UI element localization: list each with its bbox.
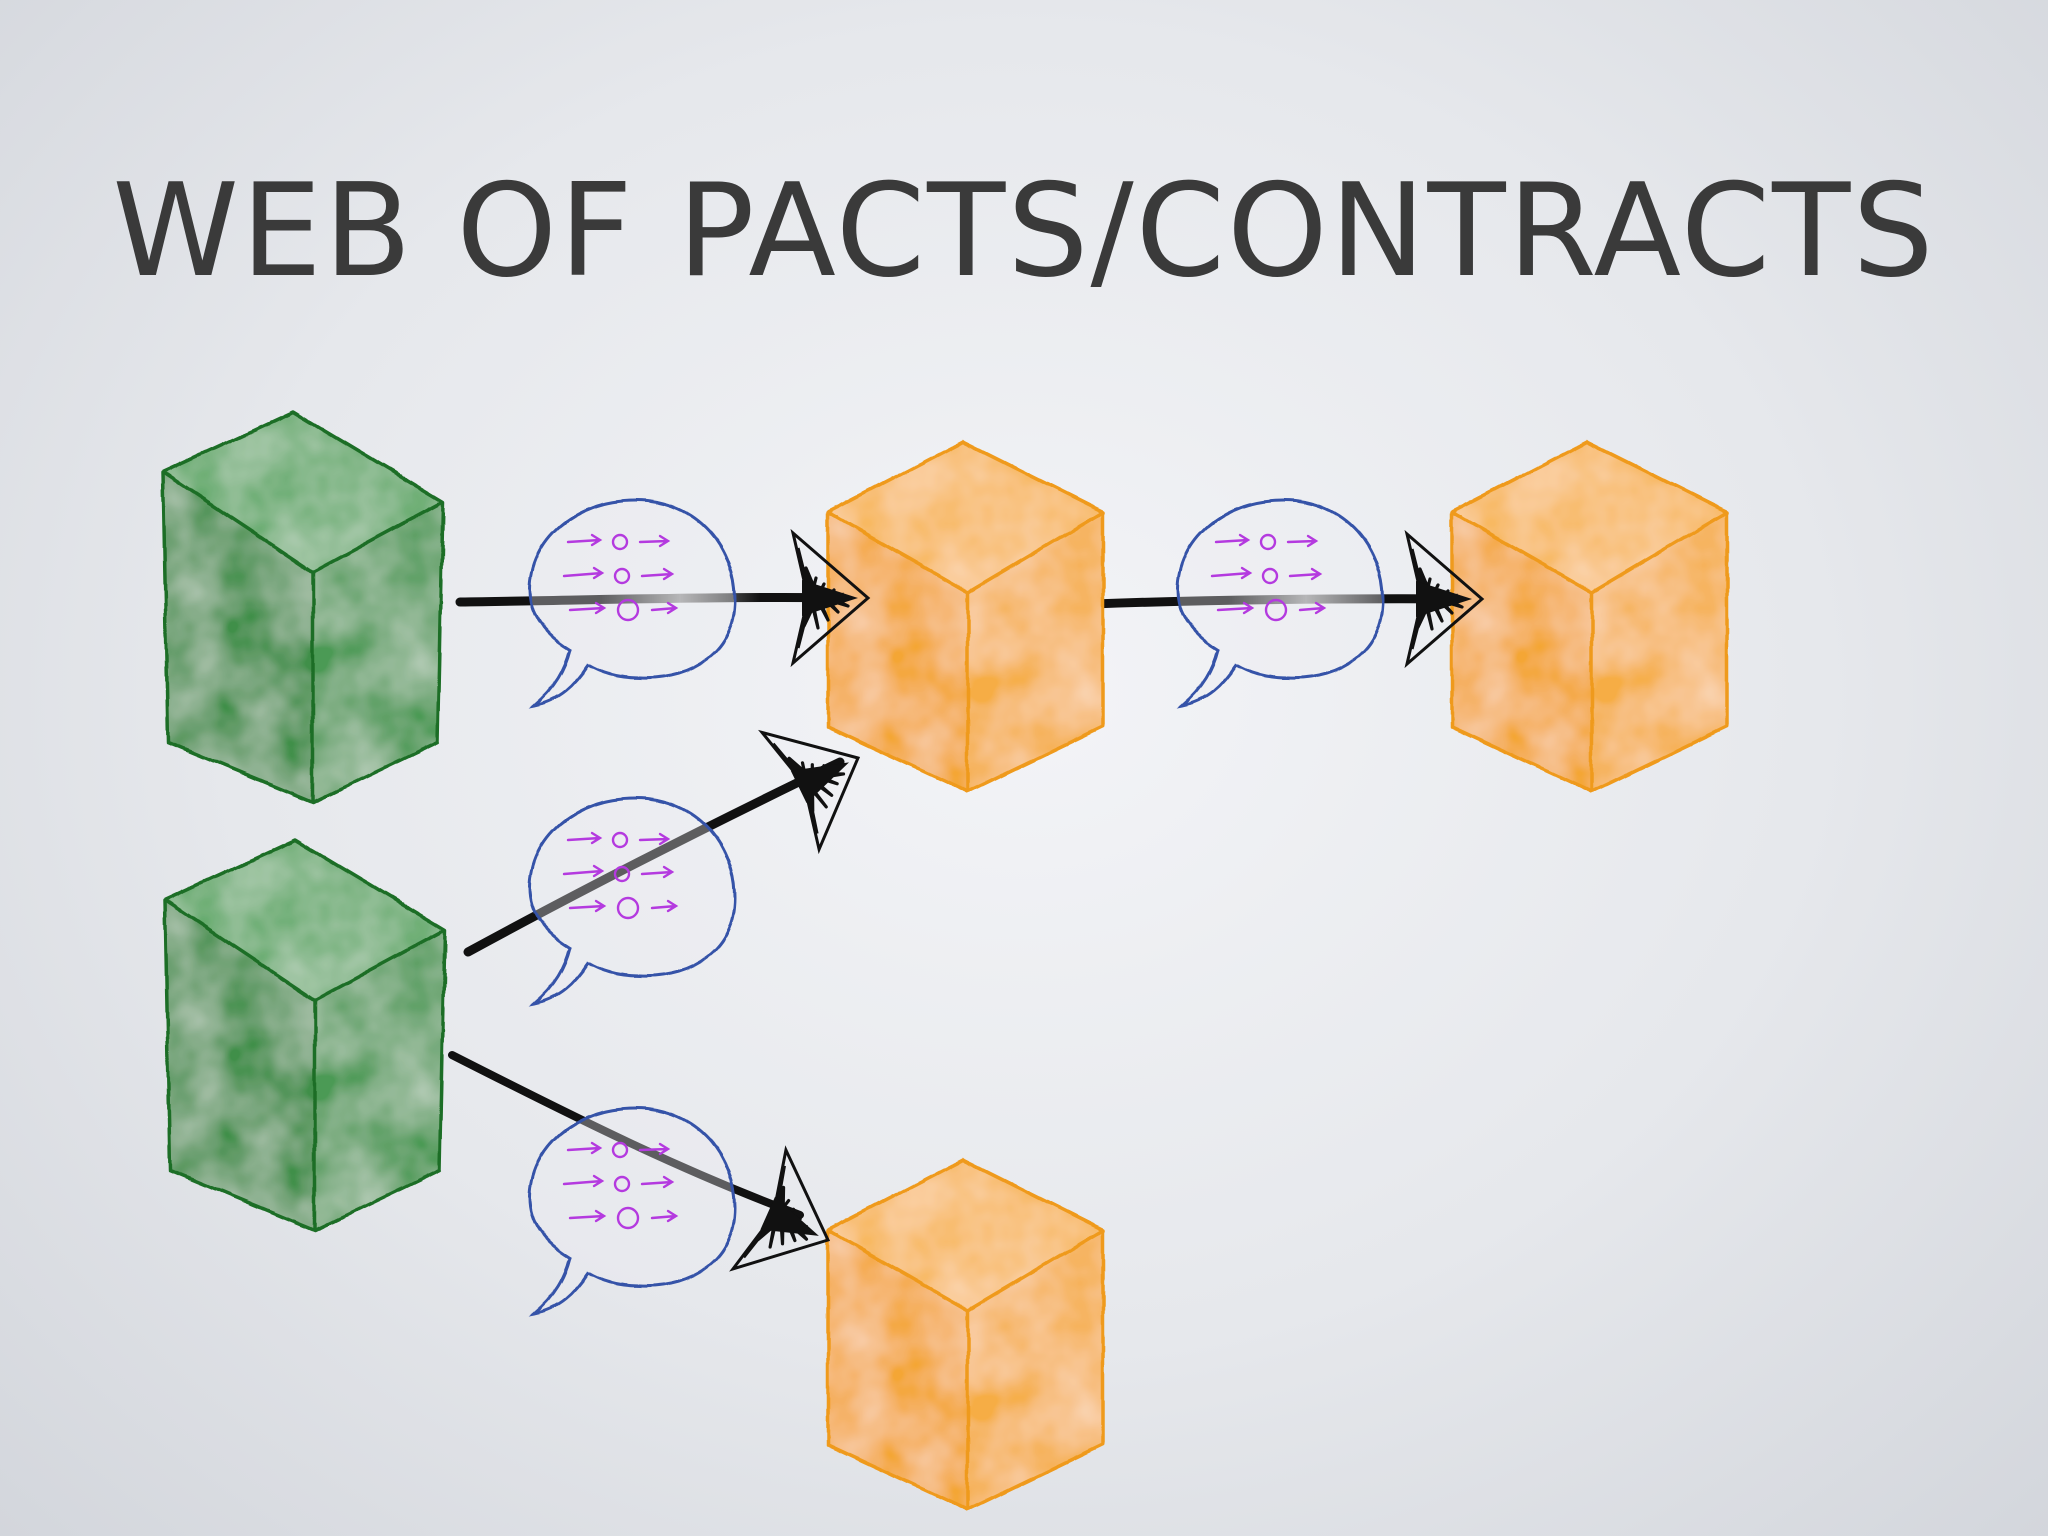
contract-bubble-icon — [1178, 500, 1383, 705]
provider-1 — [828, 442, 1103, 792]
provider-2 — [1452, 442, 1727, 792]
consumer-2 — [165, 840, 445, 1230]
provider-3 — [828, 1160, 1103, 1510]
contract-bubble-icon — [530, 1108, 735, 1313]
contract-bubble-icon — [530, 798, 735, 1003]
slide-title: WEB OF PACTS/CONTRACTS — [112, 157, 1936, 306]
consumer-1 — [163, 412, 443, 802]
contract-bubble-icon — [530, 500, 735, 705]
